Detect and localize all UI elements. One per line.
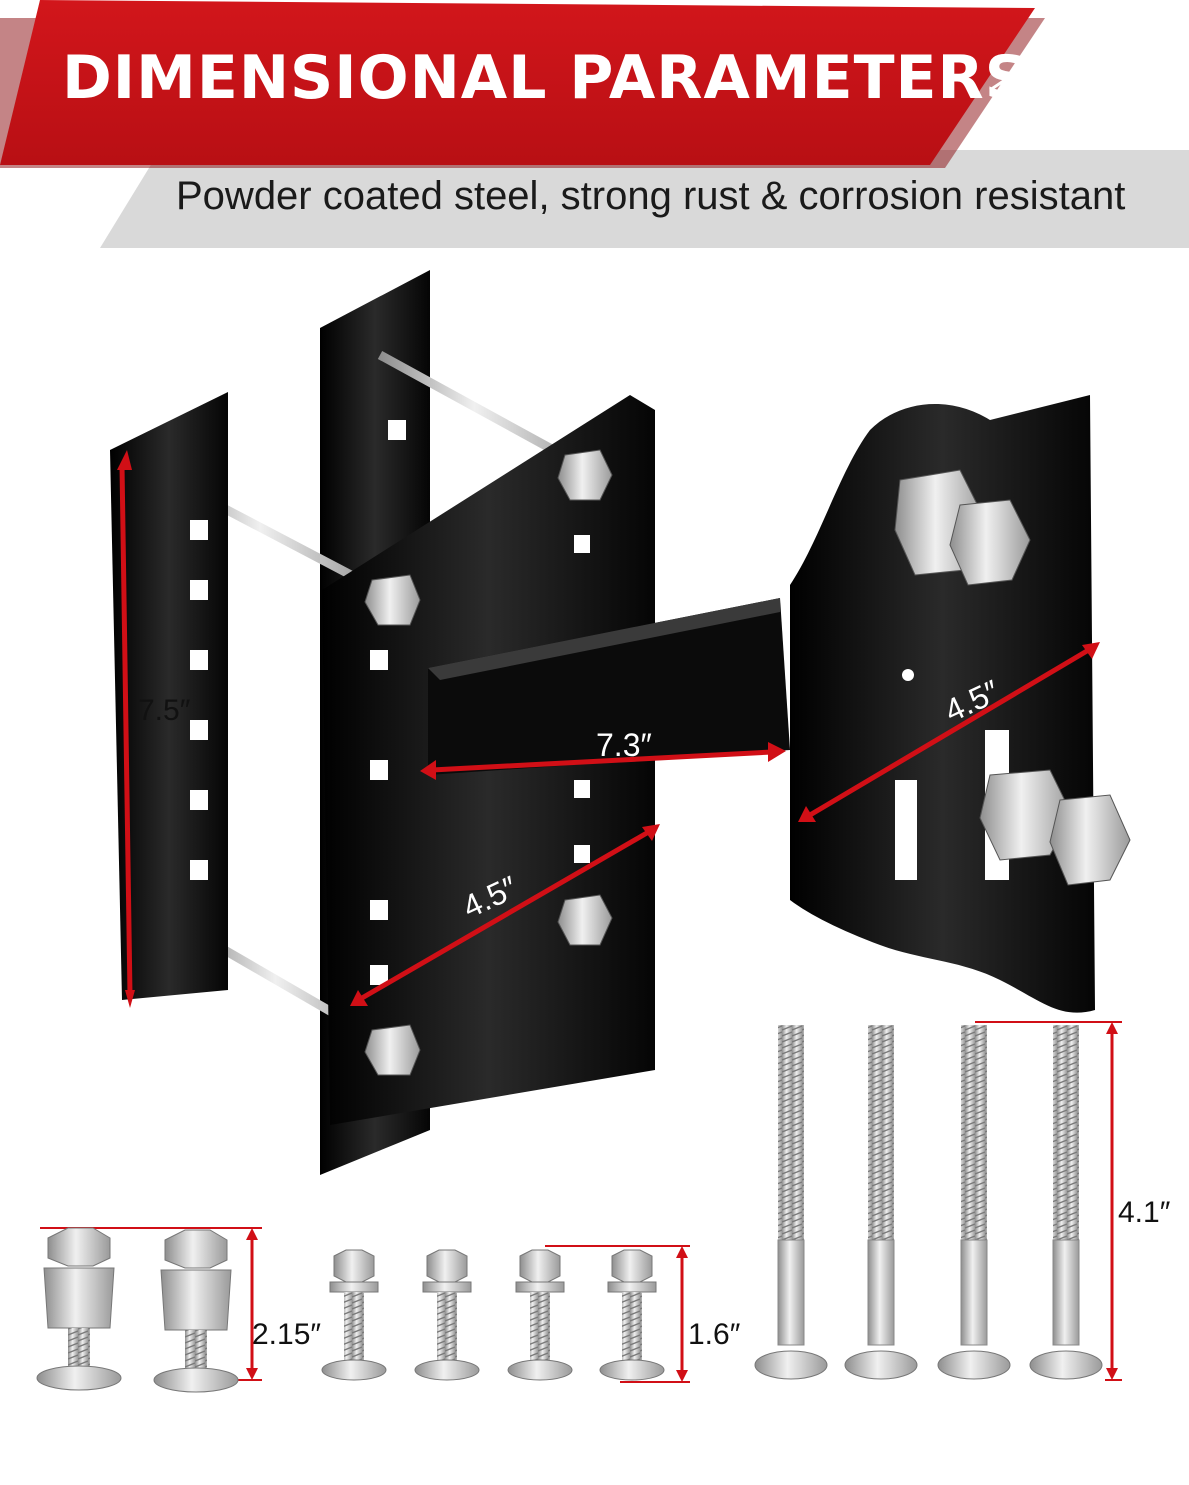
short-bolt: [414, 1249, 480, 1381]
bracket-nuts: [364, 449, 1131, 1076]
spare-tire-bracket: [110, 270, 1131, 1175]
page-subtitle: Powder coated steel, strong rust & corro…: [176, 174, 1126, 218]
plate-hole: [902, 669, 914, 681]
short-bolt: [321, 1249, 387, 1381]
arm-tube: [428, 598, 790, 775]
long-bolt: [937, 1025, 1011, 1380]
long-bolt: [754, 1025, 828, 1380]
title-banner-background: [0, 0, 1035, 165]
dimension-lines: [40, 450, 1122, 1383]
dim-label-arm-length: 7.3″: [596, 727, 652, 763]
dim-label-lug-bolt-length: 2.15″: [252, 1318, 322, 1351]
dim-label-short-bolt-length: 1.6″: [688, 1318, 741, 1351]
dim-line-bracket: [360, 827, 654, 1001]
plate-slot: [895, 780, 917, 880]
long-bolt: [844, 1025, 918, 1380]
dim-label-u-bolt-length: 4.1″: [1118, 1196, 1171, 1229]
short-bolt: [599, 1249, 665, 1381]
decorative-stripes-icon: [989, 68, 1065, 94]
left-channel: [110, 392, 228, 1000]
dim-label-height: 7.5″: [138, 694, 191, 727]
dim-line-plate: [808, 645, 1094, 818]
long-bolt: [1029, 1025, 1103, 1380]
short-bolt: [507, 1249, 573, 1381]
lug-bolt: [36, 1227, 122, 1391]
page-title: DIMENSIONAL PARAMETERS: [62, 43, 1029, 113]
lug-bolt: [153, 1229, 239, 1393]
dim-line-height: [119, 464, 133, 996]
dim-line-arm: [431, 749, 773, 773]
